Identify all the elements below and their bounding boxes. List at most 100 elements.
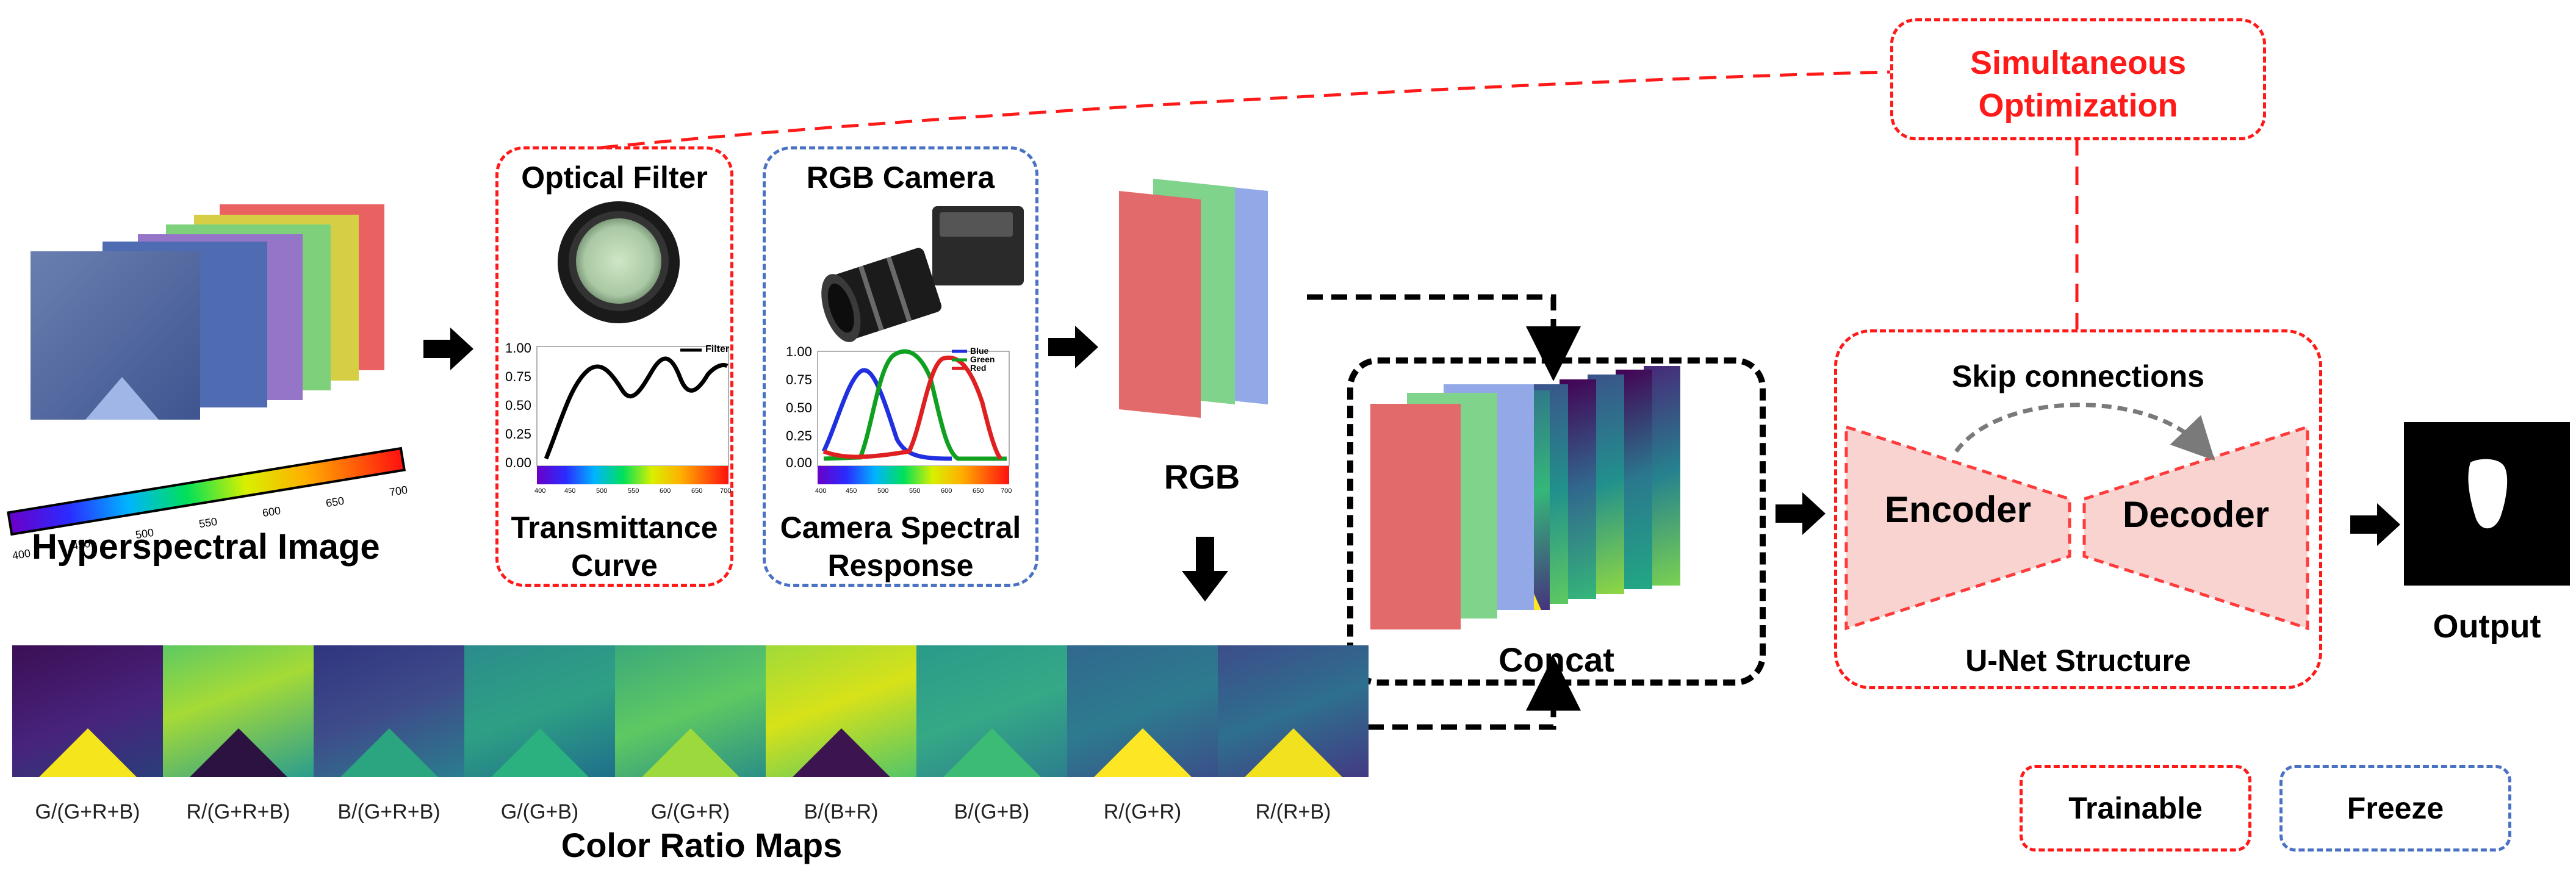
arrow-rgb-down (1182, 537, 1228, 601)
optimization-link-curve (600, 70, 1891, 149)
color-ratio-maps-title: Color Ratio Maps (561, 826, 843, 864)
camera-ytick-4: 0.25 (786, 428, 812, 443)
ratio-label-6: B/(B+R) (804, 800, 879, 823)
ratio-label-4: G/(G+B) (500, 800, 579, 823)
green-response-curve (823, 349, 1007, 461)
filter-ytick-3: 0.50 (505, 398, 531, 413)
camera-legend-red: Red (970, 363, 987, 373)
optical-filter-title: Optical Filter (521, 160, 708, 195)
legend-freeze-box (2279, 765, 2511, 852)
arrow-camera-to-rgb (1048, 326, 1098, 368)
transmittance-label-line2: Curve (571, 548, 658, 583)
camera-ytick-2: 0.75 (786, 372, 812, 387)
transmittance-chart (536, 346, 729, 484)
ratio-label-3: B/(G+R+B) (337, 800, 441, 823)
skip-connections-label: Skip connections (1952, 359, 2204, 393)
ratio-map-4 (464, 645, 615, 777)
ratio-map-5 (615, 645, 766, 777)
ratio-label-9: R/(R+B) (1255, 800, 1331, 823)
transmittance-curve (544, 356, 729, 460)
blue-response-curve (821, 368, 952, 461)
concat-stack (1361, 366, 1757, 634)
concat-box (1347, 357, 1766, 686)
camera-legend-green: Green (970, 354, 995, 364)
transmittance-rainbow (537, 466, 729, 484)
transmittance-label-line1: Transmittance (511, 511, 718, 545)
ratio-label-5: G/(G+R) (650, 800, 730, 823)
ratio-map-9 (1218, 645, 1369, 777)
unet-structure-label: U-Net Structure (1965, 644, 2191, 678)
filter-ytick-4: 0.25 (505, 426, 531, 442)
ratio-map-9-triangle (1244, 728, 1342, 777)
camera-xtick-2: 450 (846, 487, 857, 495)
arrow-concat-to-unet (1775, 492, 1826, 535)
unet-box (1834, 329, 2322, 689)
camera-xtick-3: 500 (877, 487, 889, 495)
camera-response-chart (817, 349, 1010, 484)
optical-filter-box (495, 146, 733, 587)
filter-ytick-5: 0.00 (505, 455, 531, 470)
ratio-map-5-triangle (641, 728, 739, 777)
ratio-map-6 (766, 645, 916, 777)
ratio-label-8: R/(G+R) (1103, 800, 1182, 823)
camera-xtick-6: 650 (973, 487, 984, 495)
camera-xtick-4: 550 (909, 487, 921, 495)
encoder-shape (1844, 425, 2071, 631)
filter-legend-label: Filter (705, 344, 730, 354)
rgb-to-concat-connector (1307, 294, 1581, 381)
filter-xtick-1: 400 (534, 487, 546, 495)
filter-xtick-6: 650 (691, 487, 703, 495)
legend-trainable-label: Trainable (2068, 791, 2203, 825)
legend-trainable-box (2020, 765, 2251, 852)
camera-legend-blue: Blue (970, 346, 989, 356)
concat-label: Concat (1498, 640, 1614, 679)
rgb-camera-icon (821, 206, 1024, 342)
camera-response-label-line1: Camera Spectral (780, 511, 1021, 545)
camera-ytick-3: 0.50 (786, 400, 812, 415)
rgb-camera-box (763, 146, 1038, 587)
decoder-label: Decoder (2122, 494, 2270, 535)
ratio-label-1: G/(G+R+B) (35, 800, 140, 823)
camera-ytick-1: 1.00 (786, 344, 812, 359)
wavelength-tick-650: 650 (325, 494, 345, 510)
hyperspectral-image-label: Hyperspectral Image (32, 527, 380, 567)
ratio-map-1 (12, 645, 163, 777)
legend-freeze-label: Freeze (2347, 791, 2444, 825)
optical-filter-icon (558, 201, 680, 323)
camera-rainbow (818, 466, 1009, 484)
output-label: Output (2433, 608, 2541, 645)
ratio-map-6-triangle (792, 728, 890, 777)
skip-connection-arrow (1954, 403, 2215, 461)
ratio-map-8 (1067, 645, 1218, 777)
filter-xtick-3: 500 (596, 487, 608, 495)
wavelength-tick-400: 400 (11, 547, 32, 562)
ratio-map-7-triangle (943, 728, 1041, 777)
wavelength-tick-700: 700 (388, 483, 409, 499)
ratio-map-1-triangle (38, 728, 137, 777)
ratio-map-2 (163, 645, 314, 777)
filter-xtick-5: 600 (660, 487, 671, 495)
ratio-map-3 (314, 645, 464, 777)
arrow-hsi-to-filter (423, 328, 473, 370)
ratio-map-3-triangle (340, 728, 438, 777)
filter-xtick-7: 700 (720, 487, 732, 495)
ratio-label-7: B/(G+B) (954, 800, 1030, 823)
camera-xtick-7: 700 (1001, 487, 1012, 495)
camera-xtick-1: 400 (815, 487, 827, 495)
ratio-to-concat-connector (1344, 656, 1581, 730)
red-response-curve (822, 355, 1002, 461)
rgb-label: RGB (1164, 457, 1240, 496)
simultaneous-optimization-box (1890, 18, 2266, 140)
ratio-map-7 (916, 645, 1067, 777)
ratio-map-8-triangle (1093, 728, 1192, 777)
decoder-shape (2082, 425, 2309, 631)
camera-xtick-5: 600 (941, 487, 952, 495)
arrow-unet-to-output (2350, 503, 2400, 546)
ratio-map-2-triangle (189, 728, 287, 777)
filter-ytick-1: 1.00 (505, 340, 531, 356)
camera-response-label-line2: Response (827, 548, 974, 583)
rgb-camera-title: RGB Camera (806, 160, 995, 195)
filter-ytick-2: 0.75 (505, 369, 531, 384)
